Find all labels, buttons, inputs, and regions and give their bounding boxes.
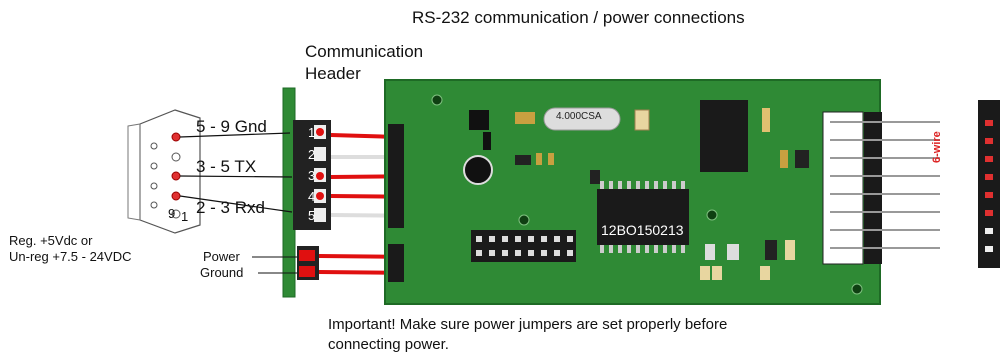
note-line1: Important! Make sure power jumpers are s… [328,316,728,333]
db9-wires [179,132,293,213]
power-label: Power [203,249,240,264]
far-right-connector [978,100,1000,268]
pin-label-rxd: 2 - 3 Rxd [196,198,265,217]
smd-parts [515,108,809,280]
main-ic [597,189,689,245]
note-line2: connecting power. [328,336,449,353]
main-ic-label: 12BO150213 [601,222,684,238]
header-number-4: 4 [308,189,316,204]
db9-number-1: 1 [181,209,189,224]
right-connector-outline [822,111,864,265]
important-note: Important! Make sure power jumpers are s… [328,315,727,355]
db9-pins [150,132,181,219]
header-number-5: 5 [308,208,316,223]
right-connector-pins [830,121,940,249]
ground-label: Ground [200,265,244,280]
db9-shell [127,123,141,221]
header-number-1: 1 [308,125,316,140]
crystal [543,107,621,131]
communication-header-label: Communication Header [305,41,423,85]
power-supply-line2: Un-reg +7.5 - 24VDC [9,249,132,264]
header-label-line1: Communication [305,42,424,61]
diagram-title: RS-232 communication / power connections [412,8,745,27]
db9-number-9: 9 [168,206,176,221]
header-label-line2: Header [305,64,361,83]
top-ic [700,100,748,172]
programming-header [471,230,576,262]
pin-label-tx: 3 - 5 TX [196,157,257,176]
header-number-2: 2 [308,147,316,162]
crystal-label: 4.000CSA [556,111,602,122]
header-red-pins [316,128,324,200]
power-supply-line1: Reg. +5Vdc or [9,233,93,248]
pin-label-gnd: 5 - 9 Gnd [196,117,267,136]
header-number-3: 3 [308,168,316,183]
six-wire-label: 6-wire [931,131,943,163]
